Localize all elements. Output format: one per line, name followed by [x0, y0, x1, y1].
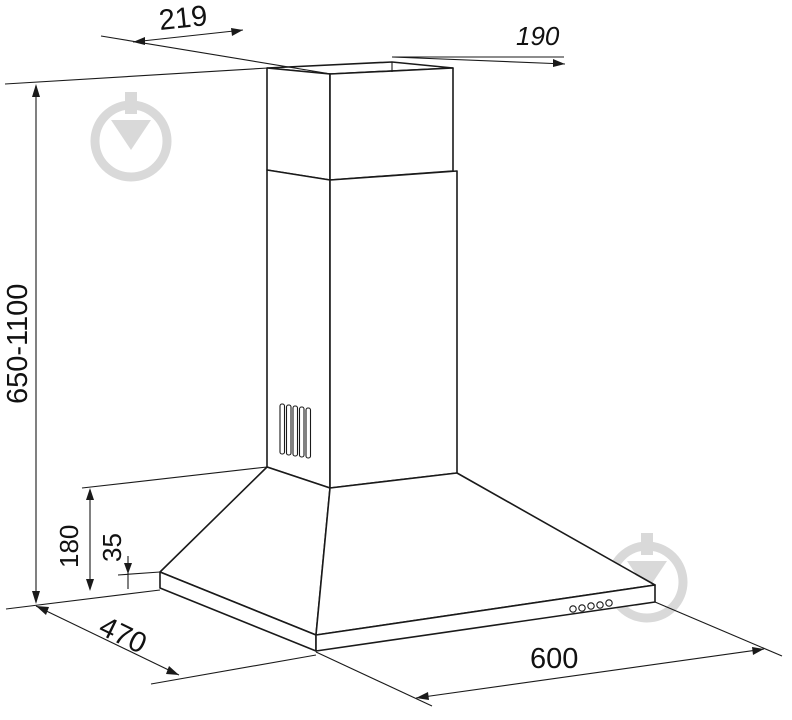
- dim-label-rim-height: 35: [97, 533, 127, 562]
- hood-canopy: [159, 466, 656, 652]
- watermark-logo-icon: [90, 92, 172, 182]
- dimension-lines: [4, 28, 783, 707]
- dim-label-duct-depth: 190: [516, 21, 560, 51]
- dim-label-total-height: 650-1100: [2, 284, 34, 404]
- duct-lower-left-face: [266, 169, 331, 489]
- vent-grille-icon: [279, 403, 312, 459]
- duct-upper-front-face: [329, 67, 454, 181]
- chimney-duct: [266, 61, 458, 489]
- duct-lower-front-face: [329, 170, 458, 489]
- dim-label-hood-width: 600: [530, 643, 578, 675]
- control-buttons-icon: [569, 599, 613, 613]
- duct-upper-left-face: [266, 67, 331, 181]
- dim-label-duct-width: 219: [157, 0, 208, 37]
- dim-label-hood-height: 180: [54, 525, 84, 568]
- dim-label-hood-depth: 470: [94, 611, 152, 661]
